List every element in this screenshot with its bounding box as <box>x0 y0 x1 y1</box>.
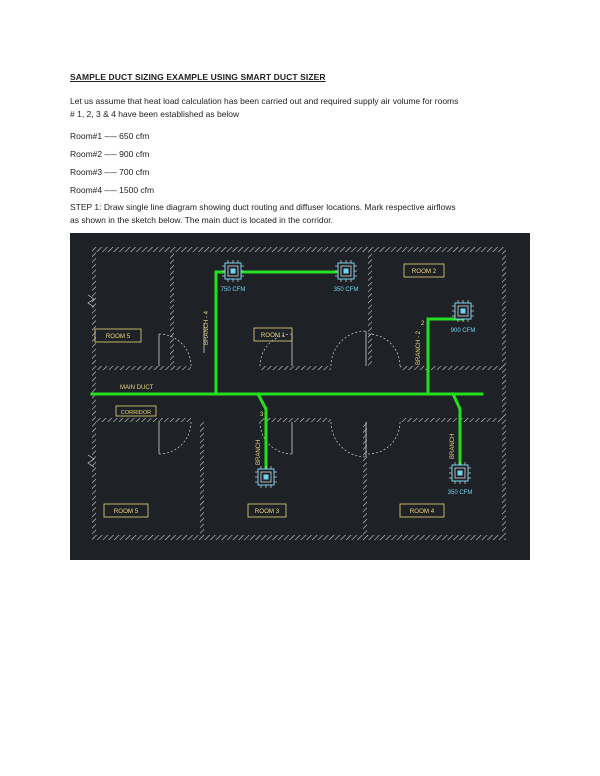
partition-walls <box>170 252 372 535</box>
branch-3-number: 3 <box>260 412 264 418</box>
room-4-label: ROOM 4 <box>410 508 435 515</box>
branch-2-number: 2 <box>421 321 425 327</box>
document-title: SAMPLE DUCT SIZING EXAMPLE USING SMART D… <box>70 72 326 82</box>
break-marks <box>87 294 95 468</box>
door-leaves <box>158 323 367 457</box>
branch-1-label: BRANCH <box>450 434 456 459</box>
room-airflow-2: Room#2 –-– 900 cfm <box>70 149 150 159</box>
diffuser-icon <box>254 465 278 489</box>
intro-line-1: Let us assume that heat load calculation… <box>70 96 459 106</box>
branch-3-label: BRANCH <box>256 440 262 465</box>
step1-line-1: STEP 1: Draw single line diagram showing… <box>70 202 456 212</box>
intro-paragraph: Let us assume that heat load calculation… <box>70 95 530 121</box>
room-2-label: ROOM 2 <box>412 268 437 275</box>
diffuser-icon <box>334 259 358 283</box>
room-3-label: ROOM 3 <box>255 508 280 515</box>
diffuser-icon <box>451 299 475 323</box>
diffuser-1-cfm: 750 CFM <box>221 287 246 293</box>
intro-line-2: # 1, 2, 3 & 4 have been established as b… <box>70 109 240 119</box>
diffuser-3-cfm: 900 CFM <box>451 328 476 334</box>
room-5-top-label: ROOM 5 <box>106 333 131 340</box>
duct-routing-diagram: ROOM 5 ROOM 1 ROOM 2 ROOM 5 ROOM 3 ROOM … <box>70 233 530 560</box>
branch-3-line <box>255 391 268 478</box>
branch-4-line <box>214 270 348 396</box>
corridor-walls <box>96 366 502 422</box>
step1-line-2: as shown in the sketch below. The main d… <box>70 215 334 225</box>
branch-1-line <box>451 392 462 475</box>
diffuser-5-cfm: 350 CFM <box>448 490 473 496</box>
room-5-bottom-label: ROOM 5 <box>114 508 139 515</box>
door-swings <box>158 330 401 458</box>
room-airflow-4: Room#4 –-– 1500 cfm <box>70 185 155 195</box>
room-airflow-3: Room#3 –-– 700 cfm <box>70 167 150 177</box>
duct-runs <box>90 270 484 478</box>
diffuser-2-cfm: 350 CFM <box>334 287 359 293</box>
branch-2-label: BRANCH - 2 <box>416 330 422 365</box>
main-duct-label: MAIN DUCT <box>120 385 154 391</box>
diffuser-icon <box>448 461 472 485</box>
room-label-boxes <box>94 263 445 518</box>
room-airflow-1: Room#1 –-– 650 cfm <box>70 131 150 141</box>
branch-4-label: BRANCH - 4 <box>204 310 210 345</box>
diffuser-icon <box>221 259 245 283</box>
corridor-label: CORRIDOR <box>121 410 151 416</box>
room-1-label: ROOM 1 <box>261 332 286 339</box>
step1-paragraph: STEP 1: Draw single line diagram showing… <box>70 201 530 227</box>
floor-plan-svg: ROOM 5 ROOM 1 ROOM 2 ROOM 5 ROOM 3 ROOM … <box>87 247 506 540</box>
